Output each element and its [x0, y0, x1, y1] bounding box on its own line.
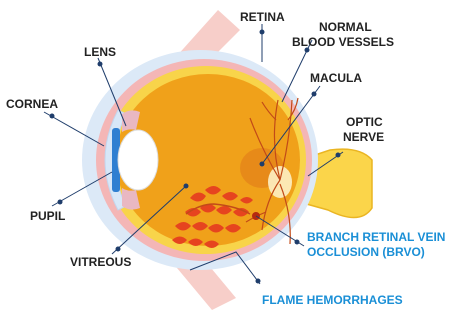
leader-dot-macula	[312, 92, 317, 97]
label-lens: LENS	[84, 45, 116, 59]
label-brvo-2: OCCLUSION (BRVO)	[307, 245, 425, 259]
lens	[118, 130, 158, 190]
leader-dot-macula-spot	[260, 162, 265, 167]
label-pupil: PUPIL	[30, 209, 65, 223]
label-normal-vessels-2: BLOOD VESSELS	[292, 35, 394, 49]
leader-dot-retina	[260, 30, 265, 35]
label-brvo-1: BRANCH RETINAL VEIN	[307, 230, 445, 244]
label-vitreous: VITREOUS	[70, 255, 131, 269]
leader-dot-brvo	[295, 240, 300, 245]
label-retina: RETINA	[240, 10, 285, 24]
leader-dot-vitreous-end	[116, 247, 121, 252]
leader-dot-flame	[256, 279, 261, 284]
label-cornea: CORNEA	[6, 97, 58, 111]
leader-dot-lens	[98, 62, 103, 67]
label-optic-1: OPTIC	[346, 115, 383, 129]
leader-dot-vitreous	[184, 184, 189, 189]
leader-dot-cornea	[50, 114, 55, 119]
leader-dot-optic	[336, 153, 341, 158]
label-normal-vessels-1: NORMAL	[319, 20, 372, 34]
occlusion-point	[252, 212, 260, 220]
label-macula: MACULA	[310, 71, 362, 85]
leader-dot-pupil	[58, 200, 63, 205]
optic-disc	[268, 166, 292, 198]
label-flame: FLAME HEMORRHAGES	[262, 293, 403, 307]
label-optic-2: NERVE	[343, 130, 384, 144]
